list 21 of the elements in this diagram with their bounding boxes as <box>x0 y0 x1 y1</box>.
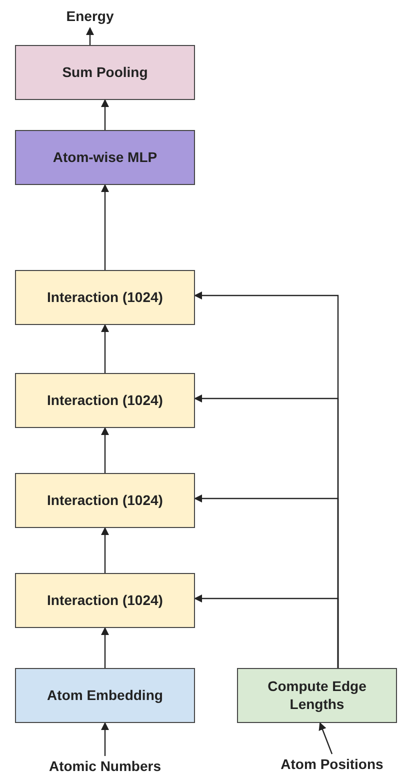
output-label: Energy <box>40 6 140 28</box>
process-box: Compute Edge Lengths <box>237 668 397 723</box>
arrow <box>101 184 109 270</box>
arrow <box>101 627 109 668</box>
mlp-box: Atom-wise MLP <box>15 130 195 185</box>
interaction-box: Interaction (1024) <box>15 473 195 528</box>
interaction-box: Interaction (1024) <box>15 373 195 428</box>
arrow <box>101 99 109 130</box>
arrow <box>101 427 109 473</box>
pooling-box: Sum Pooling <box>15 45 195 100</box>
interaction-box: Interaction (1024) <box>15 270 195 325</box>
arrow <box>101 722 109 756</box>
arrow <box>86 27 94 45</box>
embedding-box: Atom Embedding <box>15 668 195 723</box>
interaction-box: Interaction (1024) <box>15 573 195 628</box>
arrow <box>101 527 109 573</box>
arrow <box>318 722 333 754</box>
input-label: Atomic Numbers <box>20 756 190 778</box>
arrow <box>101 324 109 373</box>
arrow <box>194 594 339 668</box>
input-label: Atom Positions <box>262 754 402 776</box>
